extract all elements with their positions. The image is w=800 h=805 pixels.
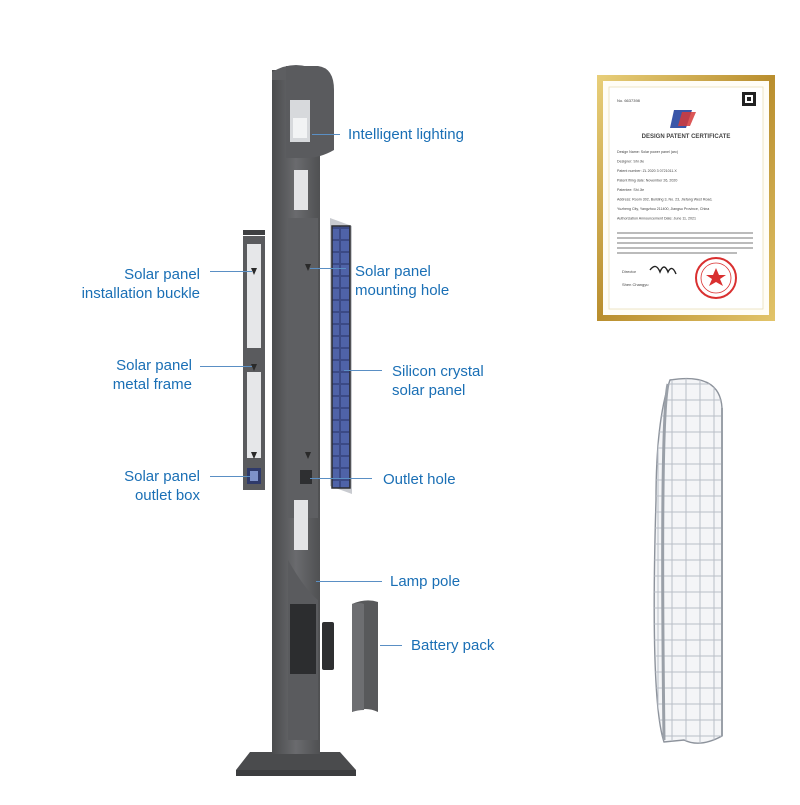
cert-field: Authorization Announcement Date: June 11…: [617, 217, 696, 221]
official-seal: [695, 257, 737, 299]
label-silicon-panel: Silicon crystal solar panel: [392, 363, 484, 399]
label-mounting-hole: Solar panel mounting hole: [355, 263, 450, 299]
silicon-crystal-solar-panel: [330, 218, 352, 494]
label-intelligent-lighting: Intelligent lighting: [348, 126, 464, 143]
label-lamp-pole: Lamp pole: [390, 573, 461, 590]
leader-mounting-hole: [310, 268, 346, 269]
cert-director-name: Shen Changyu: [622, 282, 648, 287]
director-signature: [649, 265, 677, 275]
leader-lamp-pole: [316, 581, 382, 582]
leader-outlet-box: [210, 476, 250, 477]
label-installation-buckle: Solar panel installation buckle: [81, 266, 200, 302]
cert-field: Patentee: Shi Jie: [617, 188, 644, 192]
cert-field: Patent number: ZL 2020 3 0721011.X: [617, 169, 677, 173]
cert-field: Design Name: Solar power panel (arc): [617, 150, 678, 154]
installation-buckle-marker: [251, 268, 257, 275]
label-metal-frame: Solar panel metal frame: [112, 357, 192, 393]
cert-field: Patent filing date: November 26, 2020: [617, 179, 677, 183]
label-battery-pack: Battery pack: [411, 637, 495, 654]
leader-metal-frame: [200, 366, 252, 367]
curved-mesh-cover: [653, 377, 723, 744]
solar-panel-metal-frame: [243, 230, 265, 490]
lamp-pole: [236, 65, 356, 776]
cert-director-label: Director: [622, 269, 637, 274]
label-outlet-hole: Outlet hole: [383, 471, 456, 488]
leader-installation-buckle: [210, 271, 252, 272]
mounting-hole-marker: [305, 264, 311, 271]
cert-field: Address: Room 302, Building 3, No. 23, J…: [617, 198, 712, 202]
cert-fields: Design Name: Solar power panel (arc) Desi…: [617, 150, 712, 221]
leader-battery-pack: [380, 645, 402, 646]
leader-outlet-hole: [310, 478, 372, 479]
leader-intelligent-lighting: [312, 134, 340, 135]
outlet-hole-marker: [300, 470, 312, 484]
cert-field: Designer: Shi Jie: [617, 160, 644, 164]
label-outlet-box: Solar panel outlet box: [124, 468, 200, 504]
battery-pack: [322, 600, 378, 712]
cert-number: No. 6637398: [617, 98, 641, 103]
patent-certificate: No. 6637398 DESIGN PATENT CERTIFICATE De…: [597, 75, 775, 321]
cert-field: Yuzheng City, Yangzhou 211400, Jiangsu P…: [617, 207, 709, 211]
cert-title: DESIGN PATENT CERTIFICATE: [642, 134, 731, 140]
intelligent-lighting-window: [290, 100, 310, 142]
leader-silicon-panel: [344, 370, 382, 371]
